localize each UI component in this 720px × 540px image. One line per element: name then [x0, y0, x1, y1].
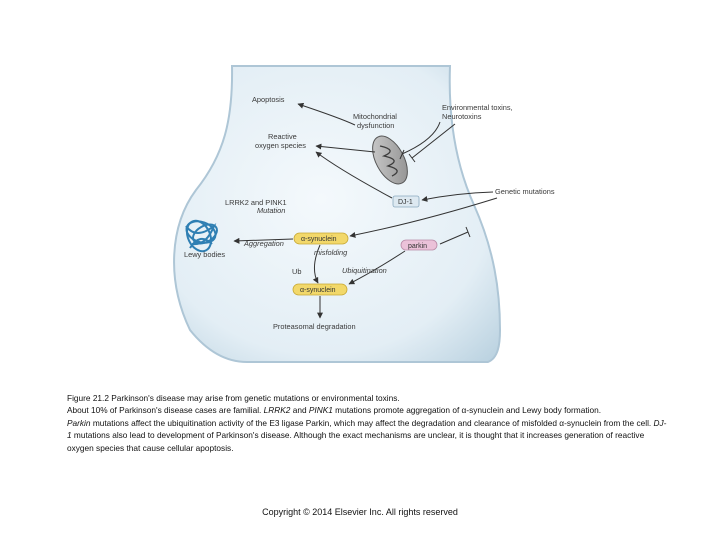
caption-text: mutations promote aggregation of α-synuc… [332, 405, 602, 416]
arrow-dj1-to-ros [315, 151, 393, 199]
arrow-mito-to-apoptosis [297, 102, 356, 126]
caption-text: mutations also lead to development of Pa… [67, 430, 645, 453]
arrow-genetic-to-dj1 [421, 191, 494, 202]
label-ros-2: oxygen species [255, 141, 306, 150]
arrow-mito-to-ros [315, 143, 376, 153]
caption-line-2: About 10% of Parkinson's disease cases a… [67, 404, 667, 416]
alpha-synuclein-ub-pill [292, 283, 348, 296]
alpha-synuclein-pill [293, 232, 349, 245]
label-mito-2: dysfunction [357, 121, 394, 130]
arrow-genetic-to-synuclein [349, 197, 498, 238]
arrow-toxins-inhibit [408, 123, 456, 163]
label-env-1: Environmental toxins, [442, 103, 513, 112]
label-env-2: Neurotoxins [442, 112, 482, 121]
cell-body [173, 65, 502, 363]
caption-text: About 10% of Parkinson's disease cases a… [67, 405, 264, 416]
label-proteasomal: Proteasomal degradation [273, 322, 356, 331]
caption-text: and [290, 405, 309, 416]
label-aggregation: Aggregation [243, 239, 284, 248]
label-lrrk2: LRRK2 and PINK1 [225, 198, 287, 207]
caption-dj1: DJ-1 [67, 417, 667, 441]
label-misfolding: misfolding [314, 248, 348, 257]
label-alpha-syn: α-synuclein [301, 236, 337, 243]
arrow-genetic-inhibit-parkin [439, 226, 471, 245]
label-ub: Ub [292, 267, 301, 276]
label-dj1: DJ-1 [398, 199, 413, 206]
caption-parkin: Parkin [67, 417, 91, 428]
caption-title: Figure 21.2 Parkinson's disease may aris… [67, 393, 400, 403]
arrow-misfolding-down [312, 244, 321, 284]
label-alpha-syn-ub: α-synuclein [300, 287, 336, 294]
mitochondrion-icon [372, 135, 408, 185]
arrow-parkin-ubiquitination [348, 250, 406, 285]
arrow-toxins-to-mito [401, 121, 441, 155]
label-mito-1: Mitochondrial [353, 112, 397, 121]
copyright-notice: Copyright © 2014 Elsevier Inc. All right… [262, 507, 458, 517]
arrow-toxins-to-mito-tip [399, 149, 405, 160]
label-mutation: Mutation [257, 206, 285, 215]
caption-pink1: PINK1 [308, 405, 333, 416]
label-genetic: Genetic mutations [495, 187, 555, 196]
caption-line-3: Parkin mutations affect the ubiquitinati… [67, 417, 667, 454]
arrow-synuclein-to-aggregation [233, 237, 294, 244]
label-lewy: Lewy bodies [184, 250, 225, 259]
parkin-pill [400, 239, 438, 251]
caption-text: mutations affect the ubiquitination acti… [90, 417, 654, 428]
label-ubiquitination: Ubiquitination [342, 266, 387, 275]
label-apoptosis: Apoptosis [252, 95, 285, 104]
dj1-box [392, 195, 420, 208]
lewy-body-icon [185, 219, 218, 253]
figure-caption: Figure 21.2 Parkinson's disease may aris… [67, 392, 667, 454]
caption-lrrk2: LRRK2 [263, 405, 291, 416]
parkinsons-pathway-diagram: Apoptosis Mitochondrial dysfunction Envi… [173, 65, 555, 363]
label-parkin: parkin [408, 243, 427, 250]
label-ros-1: Reactive [268, 132, 297, 141]
